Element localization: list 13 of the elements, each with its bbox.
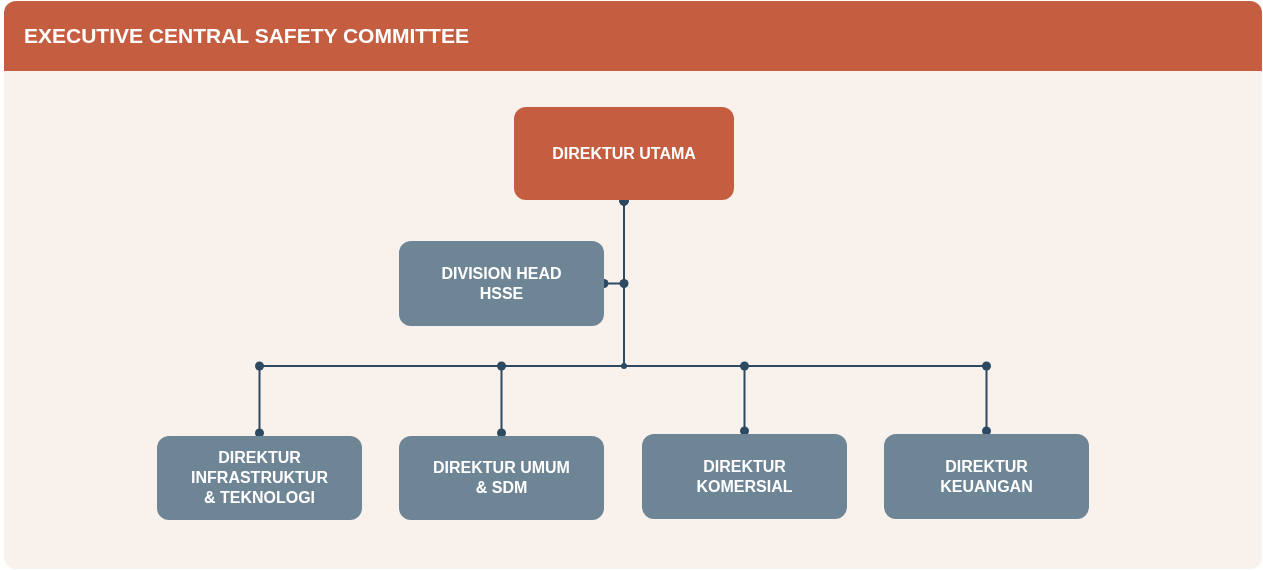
top-position-box xyxy=(514,107,734,200)
position-box xyxy=(884,434,1089,519)
position-box xyxy=(399,241,604,326)
position-title: DIREKTUR INFRASTRUKTUR & TEKNOLOGI xyxy=(190,448,329,508)
position-title: DIVISION HEAD HSSE xyxy=(440,263,563,304)
position-title: DIREKTUR UMUM & SDM xyxy=(432,458,571,498)
position-box xyxy=(642,434,847,519)
position-title: DIREKTUR KEUANGAN xyxy=(939,456,1034,497)
position-title: DIREKTUR KOMERSIAL xyxy=(695,456,794,497)
position-title: DIREKTUR UTAMA xyxy=(552,143,696,164)
position-box xyxy=(399,436,604,520)
position-box xyxy=(157,436,362,520)
title: EXECUTIVE CENTRAL SAFETY COMMITTEE xyxy=(24,23,469,50)
